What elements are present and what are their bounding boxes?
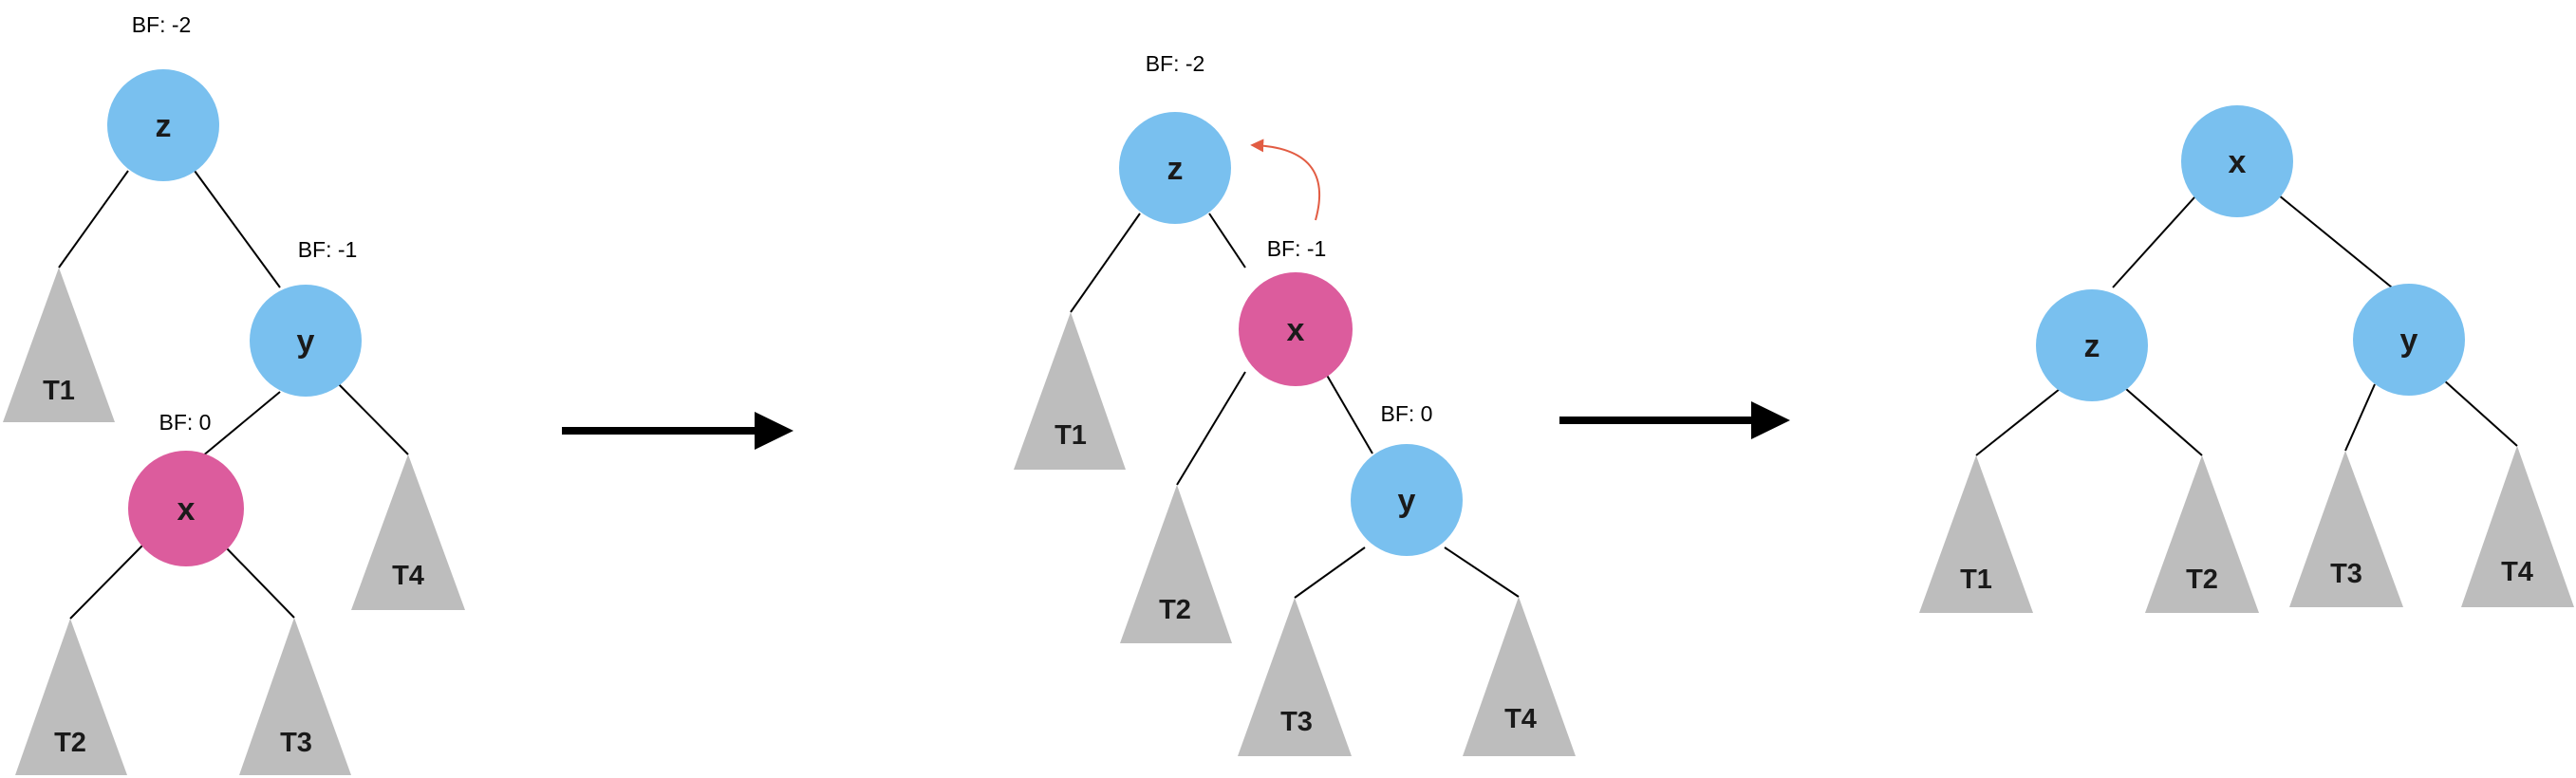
edge-y-t4 <box>331 377 409 455</box>
subtree-label-t4: T4 <box>1504 704 1537 734</box>
subtree-t1 <box>1919 455 2033 613</box>
edge-y-t3 <box>2344 383 2376 452</box>
node-label-y: y <box>297 324 315 360</box>
tree-node-x <box>1239 272 1353 386</box>
balance-factor-y: BF: -1 <box>298 237 358 262</box>
node-label-z: z <box>2084 328 2100 364</box>
edge-y-t4 <box>2442 379 2518 447</box>
node-label-y: y <box>2400 323 2418 359</box>
balance-factor-x: BF: 0 <box>159 410 212 435</box>
edge-x-z <box>2112 186 2205 288</box>
subtree-t3 <box>2289 451 2403 607</box>
stage-3-tree: T1 T2 T3 T4 x z y <box>1919 105 2574 613</box>
node-label-x: x <box>1287 312 1305 348</box>
edge-z-t2 <box>2125 388 2203 456</box>
subtree-t2 <box>2145 455 2259 613</box>
rotation-arrow <box>1250 139 1320 221</box>
edge-x-y <box>2268 186 2393 288</box>
stage-1-tree: T1 T4 T2 T3 z BF: -2 y BF: -1 x BF: 0 <box>3 12 465 775</box>
tree-node-z <box>1119 112 1231 224</box>
transition-arrow-1 <box>562 412 793 450</box>
tree-node-y <box>250 285 362 397</box>
subtree-label-t4: T4 <box>2501 557 2533 587</box>
subtree-label-t4: T4 <box>392 561 424 591</box>
tree-node-z <box>2036 289 2148 401</box>
balance-factor-y: BF: 0 <box>1381 401 1433 426</box>
balance-factor-x: BF: -1 <box>1267 236 1327 261</box>
tree-node-x <box>128 451 244 566</box>
subtree-t2 <box>1120 485 1232 643</box>
node-label-y: y <box>1398 483 1416 519</box>
subtree-label-t2: T2 <box>1159 595 1191 625</box>
subtree-label-t3: T3 <box>280 728 312 758</box>
tree-node-y <box>2353 284 2465 396</box>
edge-z-y <box>194 170 281 288</box>
edge-y-x <box>201 391 281 457</box>
edge-z-t1 <box>58 170 129 269</box>
edge-x-t2 <box>1176 371 1246 486</box>
subtree-label-t3: T3 <box>2330 559 2362 589</box>
subtree-label-t2: T2 <box>2186 565 2218 595</box>
subtree-t3 <box>239 618 351 775</box>
subtree-t4 <box>1463 597 1576 756</box>
subtree-t1 <box>3 268 115 422</box>
subtree-label-t1: T1 <box>1055 420 1087 451</box>
subtree-label-t3: T3 <box>1280 707 1313 737</box>
subtree-t1 <box>1014 312 1126 470</box>
node-label-z: z <box>1167 151 1184 187</box>
node-label-z: z <box>156 108 172 144</box>
edge-y-t4 <box>1444 546 1520 598</box>
subtree-t2 <box>15 619 127 775</box>
edge-x-t2 <box>69 545 143 620</box>
arrow-head <box>1751 401 1790 439</box>
subtree-t4 <box>2461 446 2574 607</box>
subtree-t4 <box>351 454 465 610</box>
tree-node-y <box>1351 444 1463 556</box>
tree-node-z <box>107 69 219 181</box>
subtree-label-t1: T1 <box>43 376 75 406</box>
transition-arrow-2 <box>1559 401 1790 439</box>
edge-z-t1 <box>1975 388 2061 456</box>
edge-y-t3 <box>1294 546 1366 599</box>
balance-factor-z: BF: -2 <box>132 12 192 37</box>
edge-x-t3 <box>223 545 295 619</box>
subtree-label-t2: T2 <box>54 728 86 758</box>
subtree-t3 <box>1238 598 1352 756</box>
edge-z-x <box>1208 213 1246 269</box>
node-label-x: x <box>2229 144 2247 180</box>
arrow-head <box>755 412 793 450</box>
subtree-label-t1: T1 <box>1960 565 1992 595</box>
stage-2-tree: T1 T2 T3 T4 z BF: -2 x BF: -1 y BF: 0 <box>1014 51 1576 756</box>
balance-factor-z: BF: -2 <box>1146 51 1205 76</box>
node-label-x: x <box>177 491 196 528</box>
edge-z-t1 <box>1070 213 1141 313</box>
tree-node-x <box>2181 105 2293 217</box>
edge-x-y <box>1324 371 1373 454</box>
